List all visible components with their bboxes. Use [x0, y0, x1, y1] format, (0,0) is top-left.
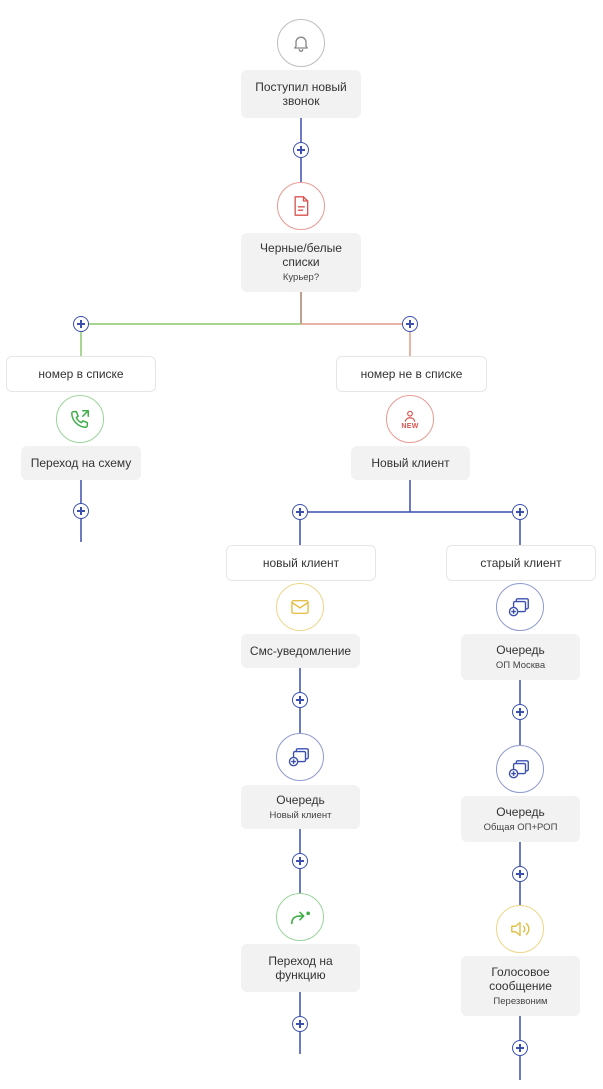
add-new-client-branch-button[interactable] [292, 504, 308, 520]
goto-scheme-title: Переход на схему [30, 456, 132, 470]
branch-in-list[interactable]: номер в списке [6, 356, 156, 392]
add-step-button[interactable] [512, 704, 528, 720]
branch-not-in-list[interactable]: номер не в списке [336, 356, 487, 392]
new-client-card[interactable]: Новый клиент [351, 446, 470, 480]
lists-card[interactable]: Черные/белые списки Курьер? [241, 233, 361, 292]
new-user-icon [404, 410, 416, 422]
sms-title: Смс-уведомление [249, 644, 352, 658]
start-title: Поступил новый звонок [255, 80, 347, 108]
queue-subtitle: Общая ОП+РОП [483, 821, 558, 833]
voice-title: Голосовое сообщение [489, 964, 552, 993]
queue-icon-node[interactable] [276, 733, 324, 781]
queue-title: Очередь [496, 642, 545, 657]
add-right-branch-button[interactable] [402, 316, 418, 332]
queue-icon-node[interactable] [496, 583, 544, 631]
voice-message-card[interactable]: Голосовое сообщение Перезвоним [461, 956, 580, 1016]
add-step-button[interactable] [512, 1040, 528, 1056]
queue-icon-node[interactable] [496, 745, 544, 793]
mail-icon-node[interactable] [276, 583, 324, 631]
add-left-branch-button[interactable] [73, 316, 89, 332]
branch-old-client[interactable]: старый клиент [446, 545, 596, 581]
branch-new-client[interactable]: новый клиент [226, 545, 376, 581]
new-badge: NEW [401, 422, 419, 430]
phone-forward-icon-node[interactable] [56, 395, 104, 443]
queue-icon [288, 748, 309, 767]
branch-new-client-label: новый клиент [262, 556, 340, 570]
document-icon-node[interactable] [277, 182, 325, 230]
add-step-button[interactable] [292, 853, 308, 869]
queue-new-client-card[interactable]: Очередь Новый клиент [241, 785, 360, 829]
speaker-icon [511, 921, 530, 937]
queue-common-card[interactable]: Очередь Общая ОП+РОП [461, 796, 580, 842]
branch-not-in-list-label: номер не в списке [360, 367, 463, 381]
document-icon [294, 196, 309, 216]
redirect-icon-node[interactable] [276, 893, 324, 941]
queue-icon [508, 760, 529, 779]
new-client-title: Новый клиент [371, 456, 450, 470]
phone-forward-icon [71, 410, 89, 428]
voice-subtitle: Перезвоним [493, 995, 548, 1007]
add-old-client-branch-button[interactable] [512, 504, 528, 520]
redirect-icon [291, 911, 310, 925]
branch-old-client-label: старый клиент [480, 556, 562, 570]
queue-icon [508, 598, 529, 617]
bell-icon [294, 36, 308, 52]
queue-title: Очередь [276, 792, 325, 807]
bell-icon-node[interactable] [277, 19, 325, 67]
queue-title: Очередь [496, 804, 545, 819]
queue-moscow-card[interactable]: Очередь ОП Москва [461, 634, 580, 680]
speaker-icon-node[interactable] [496, 905, 544, 953]
add-step-button[interactable] [293, 142, 309, 158]
branch-in-list-label: номер в списке [38, 367, 124, 381]
goto-function-title: Переход на функцию [268, 954, 333, 982]
queue-subtitle: ОП Москва [495, 659, 546, 671]
goto-function-card[interactable]: Переход на функцию [241, 944, 360, 992]
mail-icon [291, 599, 309, 615]
new-user-icon-node[interactable]: NEW [386, 395, 434, 443]
goto-scheme-card[interactable]: Переход на схему [21, 446, 141, 480]
add-step-button[interactable] [512, 866, 528, 882]
queue-subtitle: Новый клиент [269, 809, 332, 821]
add-step-button[interactable] [73, 503, 89, 519]
sms-card[interactable]: Смс-уведомление [241, 634, 360, 668]
add-step-button[interactable] [292, 1016, 308, 1032]
add-step-button[interactable] [292, 692, 308, 708]
lists-title: Черные/белые списки [260, 241, 342, 269]
lists-subtitle: Курьер? [282, 272, 320, 283]
start-card[interactable]: Поступил новый звонок [241, 70, 361, 118]
